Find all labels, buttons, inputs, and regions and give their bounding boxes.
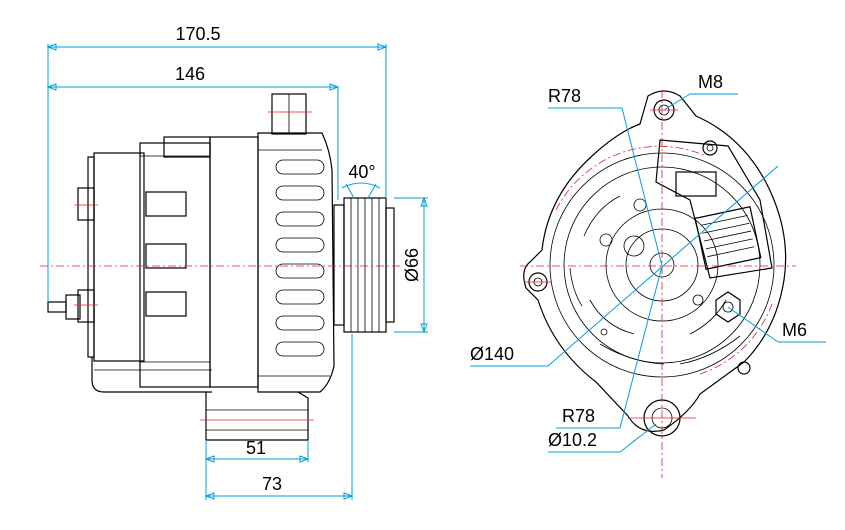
label-mount-hole-diameter: Ø10.2 xyxy=(548,430,597,450)
label-pulley-diameter: Ø66 xyxy=(402,248,422,282)
label-mount-length: 73 xyxy=(262,474,282,494)
label-pulley-angle: 40° xyxy=(348,162,375,182)
dimension-pulley-angle: 40° xyxy=(341,162,381,199)
pulley xyxy=(333,197,395,333)
rear-housing xyxy=(91,136,212,393)
label-housing-diameter: Ø140 xyxy=(470,344,514,364)
label-body-length: 146 xyxy=(175,64,205,84)
side-view: 170.5 146 40° Ø66 xyxy=(40,24,428,500)
label-mount-width: 51 xyxy=(246,438,266,458)
rear-connector xyxy=(77,152,187,362)
upper-right-hole xyxy=(702,140,718,156)
front-housing xyxy=(257,132,335,393)
inner-bolts xyxy=(599,198,704,336)
bottom-mount-foot xyxy=(205,391,309,441)
label-housing-radius-top: R78 xyxy=(548,86,581,106)
dimension-mount-width: 51 xyxy=(204,438,310,500)
dimension-pulley-diameter: Ø66 xyxy=(394,196,428,334)
dimension-body-length: 146 xyxy=(46,64,340,200)
terminal-stud xyxy=(47,294,81,320)
label-housing-radius-bottom: R78 xyxy=(562,406,595,426)
cooling-slots xyxy=(275,159,325,357)
top-mount-ear xyxy=(271,93,307,135)
dimension-mount-hole-diameter: Ø10.2 xyxy=(548,423,657,453)
stator-band xyxy=(209,136,259,388)
lower-right-hole xyxy=(737,361,751,375)
vent-arcs xyxy=(569,195,741,365)
dimension-housing-radius-top: R78 xyxy=(548,86,663,267)
dimension-housing-radius-bottom: R78 xyxy=(556,265,663,429)
dimension-housing-diameter: Ø140 xyxy=(470,165,779,367)
front-view: R78 M8 M6 Ø140 R78 Ø10.2 xyxy=(470,72,826,478)
label-overall-length: 170.5 xyxy=(175,24,220,44)
terminal-nut xyxy=(715,291,741,323)
dimension-overall-length: 170.5 xyxy=(46,24,388,302)
dimension-mount-length: 73 xyxy=(204,334,354,500)
label-top-bolt: M8 xyxy=(698,72,723,92)
dimension-top-bolt: M8 xyxy=(663,72,738,111)
label-terminal-stud: M6 xyxy=(782,320,807,340)
rectifier-block xyxy=(655,139,773,279)
dimension-terminal-stud: M6 xyxy=(727,306,826,343)
